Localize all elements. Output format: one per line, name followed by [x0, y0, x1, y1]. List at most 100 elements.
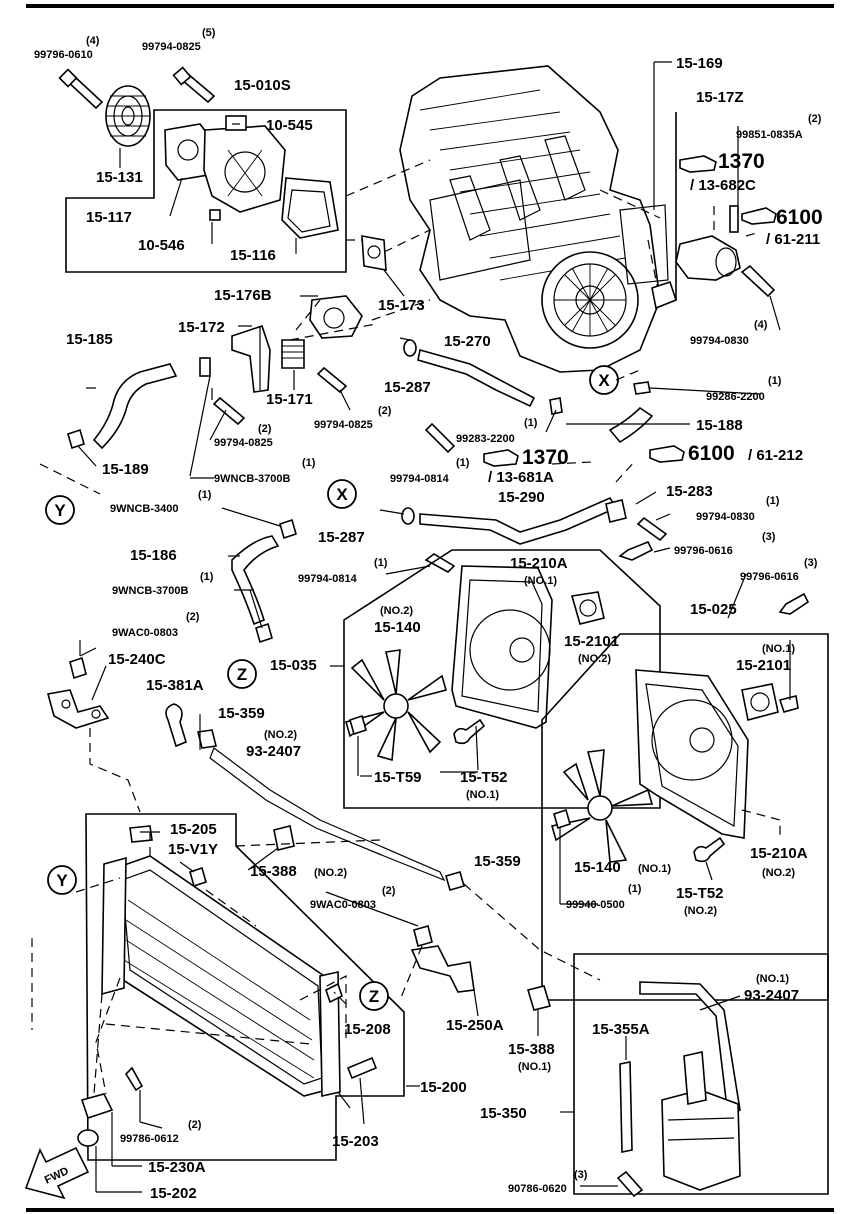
label-part-number: 15-359 [218, 705, 265, 722]
motor-15-2101-no2 [570, 591, 605, 625]
label-note: (NO.1) [524, 575, 557, 587]
label-part-number: 99796-0616 [740, 571, 799, 583]
marker-x-top [589, 365, 619, 395]
label-part-number: 9WNCB-3700B [214, 473, 290, 485]
hose-93-2407-no2 [209, 747, 446, 882]
label-part-number: 9WNCB-3700B [112, 585, 188, 597]
label-part-number: 15-290 [498, 489, 545, 506]
label-qty: (2) [188, 1119, 202, 1131]
bolt-99794-0830b [636, 516, 668, 542]
label-qty: (3) [762, 531, 776, 543]
label-ref: 1370 [522, 446, 569, 469]
label-part-number: 99794-0830 [690, 335, 749, 347]
bolt-99794-0814a [424, 422, 456, 454]
label-part-number: 15-T52 [460, 769, 508, 786]
clip-15-388-no1 [526, 985, 552, 1011]
bolt-99796-0616b [778, 592, 810, 615]
label-part-number: 9WAC0-0803 [112, 627, 178, 639]
label-note: (NO.1) [762, 643, 795, 655]
label-part-number: 99794-0814 [298, 573, 358, 585]
label-part-number: 15-208 [344, 1021, 391, 1038]
label-part-number: 15-381A [146, 677, 204, 694]
label-qty: (1) [768, 375, 782, 387]
label-part-number: 15-171 [266, 391, 313, 408]
label-part-number: 99286-2200 [706, 391, 765, 403]
label-part-number: 15-350 [480, 1105, 527, 1122]
label-part-number: 15-176B [214, 287, 272, 304]
label-ref-sub: / 13-682C [690, 177, 756, 194]
part-labels: (4) 99796-0610 (5) 99794-0825 15-010S 10… [34, 27, 823, 1202]
bracket-15-240C [46, 689, 110, 729]
bolt-99786-0612 [124, 1066, 144, 1092]
oring-15-287b [401, 507, 415, 525]
label-qty: (1) [200, 571, 214, 583]
thermostat-area [189, 295, 417, 477]
bolt-99794-0825b [212, 396, 246, 426]
label-part-number: 99940-0500 [566, 899, 625, 911]
label-part-number: 15-287 [318, 529, 365, 546]
label-part-number: 15-186 [130, 547, 177, 564]
label-ref-sub: / 61-212 [748, 447, 803, 464]
label-part-number: 15-025 [690, 601, 737, 618]
label-part-number: 99794-0830 [696, 511, 755, 523]
hose-15-186 [231, 535, 280, 626]
label-qty: (4) [754, 319, 768, 331]
label-part-number: 99794-0825 [142, 41, 201, 53]
label-part-number: 15-388 [250, 863, 297, 880]
label-part-number: 99283-2200 [456, 433, 515, 445]
label-part-number: 15-035 [270, 657, 317, 674]
label-qty: (1) [524, 417, 538, 429]
label-part-number: 15-169 [676, 55, 723, 72]
reservoir-bracket-area [235, 839, 601, 1036]
clamp-9WNCB-3400 [279, 518, 297, 540]
label-note: (NO.2) [684, 905, 717, 917]
label-part-number: 15-131 [96, 169, 143, 186]
label-part-number: 99794-0825 [314, 419, 373, 431]
label-qty: (3) [574, 1169, 588, 1181]
label-part-number: 15-116 [230, 247, 276, 264]
label-part-number: 15-230A [148, 1159, 206, 1176]
clamp-9WNCB-3700Bb [255, 622, 273, 644]
sensor-10-545 [225, 115, 247, 131]
label-part-number: 99786-0612 [120, 1133, 179, 1145]
fan-assembly-15-035 [343, 549, 661, 809]
label-note: (NO.1) [756, 973, 789, 985]
label-qty: (2) [378, 405, 392, 417]
hose-15-188 [608, 406, 654, 444]
cap-15-205 [129, 825, 153, 843]
outlet-assembly-15-17Z [633, 112, 781, 395]
marker-z-top [227, 659, 257, 689]
label-part-number: 15-T59 [374, 769, 422, 786]
leader-lines [77, 61, 791, 1187]
nut-9WAC0-0803a [69, 656, 87, 680]
label-note: (NO.1) [466, 789, 499, 801]
label-note: (NO.2) [264, 729, 297, 741]
marker-y-bottom [47, 865, 77, 895]
marker-y-letter: Y [54, 501, 66, 520]
marker-x-letter: X [336, 485, 348, 504]
bolt-99794-0830 [740, 264, 776, 298]
radiator-15-200 [31, 813, 405, 1193]
bolt-99794-0814b [424, 553, 456, 573]
label-note: (NO.2) [762, 867, 795, 879]
label-qty: (1) [374, 557, 388, 569]
bracket-15-250A [410, 945, 475, 993]
plug-15-208 [325, 982, 343, 1004]
label-part-number: 15-T52 [676, 885, 724, 902]
oring-15-287 [403, 339, 417, 357]
bushing-15-202 [77, 1129, 99, 1147]
label-part-number: 15-388 [508, 1041, 555, 1058]
bolt-99794-0825 [316, 366, 348, 394]
label-part-number: 15-355A [592, 1021, 650, 1038]
label-qty: (1) [628, 883, 642, 895]
thermostat-15-171 [281, 339, 305, 369]
label-qty: (1) [456, 457, 470, 469]
bracket-15-230A [80, 1093, 114, 1120]
clip-15-388-no2 [273, 825, 295, 851]
label-ref: 6100 [688, 442, 735, 465]
label-part-number: 15-250A [446, 1017, 504, 1034]
hose-15-185 [92, 363, 178, 450]
clip-9WNCB-3700B [199, 357, 211, 377]
label-part-number: 15-283 [666, 483, 713, 500]
